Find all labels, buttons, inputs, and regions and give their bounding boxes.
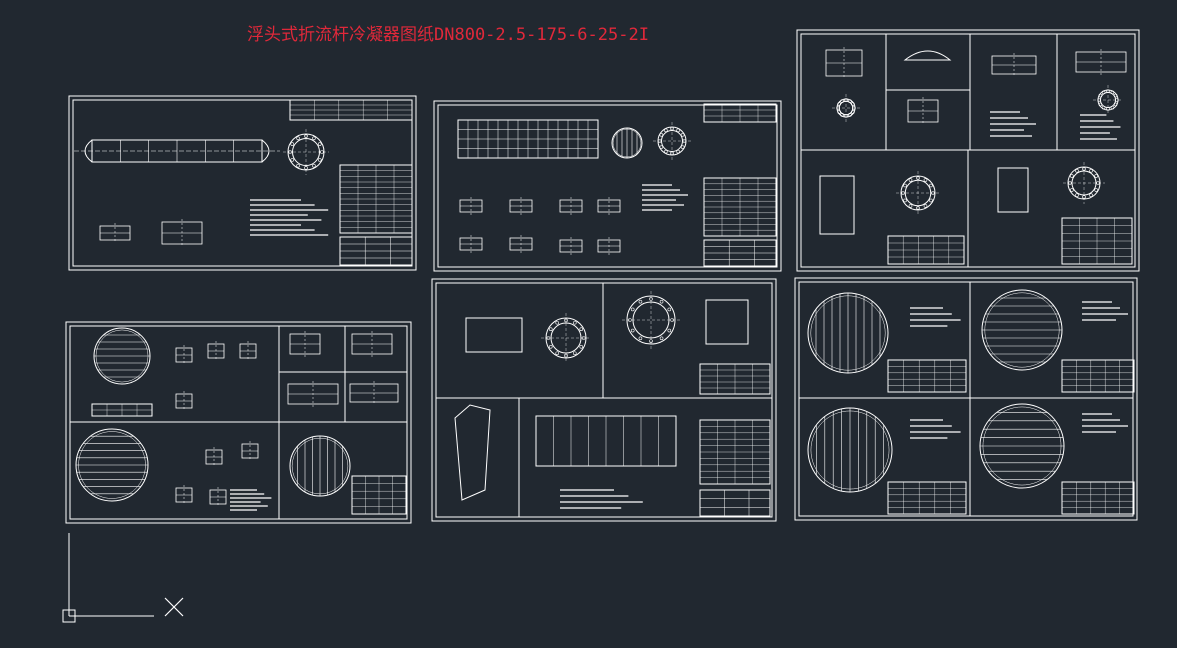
drawing-title: 浮头式折流杆冷凝器图纸DN800-2.5-175-6-25-2I — [247, 25, 649, 45]
sheet-details-upper-right[interactable] — [796, 29, 1140, 272]
sheet-tube-sheets[interactable] — [794, 277, 1138, 521]
sheet-tube-bundle[interactable] — [433, 100, 782, 272]
ucs-axis-icon — [62, 533, 154, 623]
crosshair-cursor-icon — [164, 597, 184, 617]
sheet-baffles-left[interactable] — [65, 321, 412, 524]
sheet-channel-cover[interactable] — [431, 278, 777, 522]
sheet-general-assembly[interactable] — [68, 95, 417, 271]
